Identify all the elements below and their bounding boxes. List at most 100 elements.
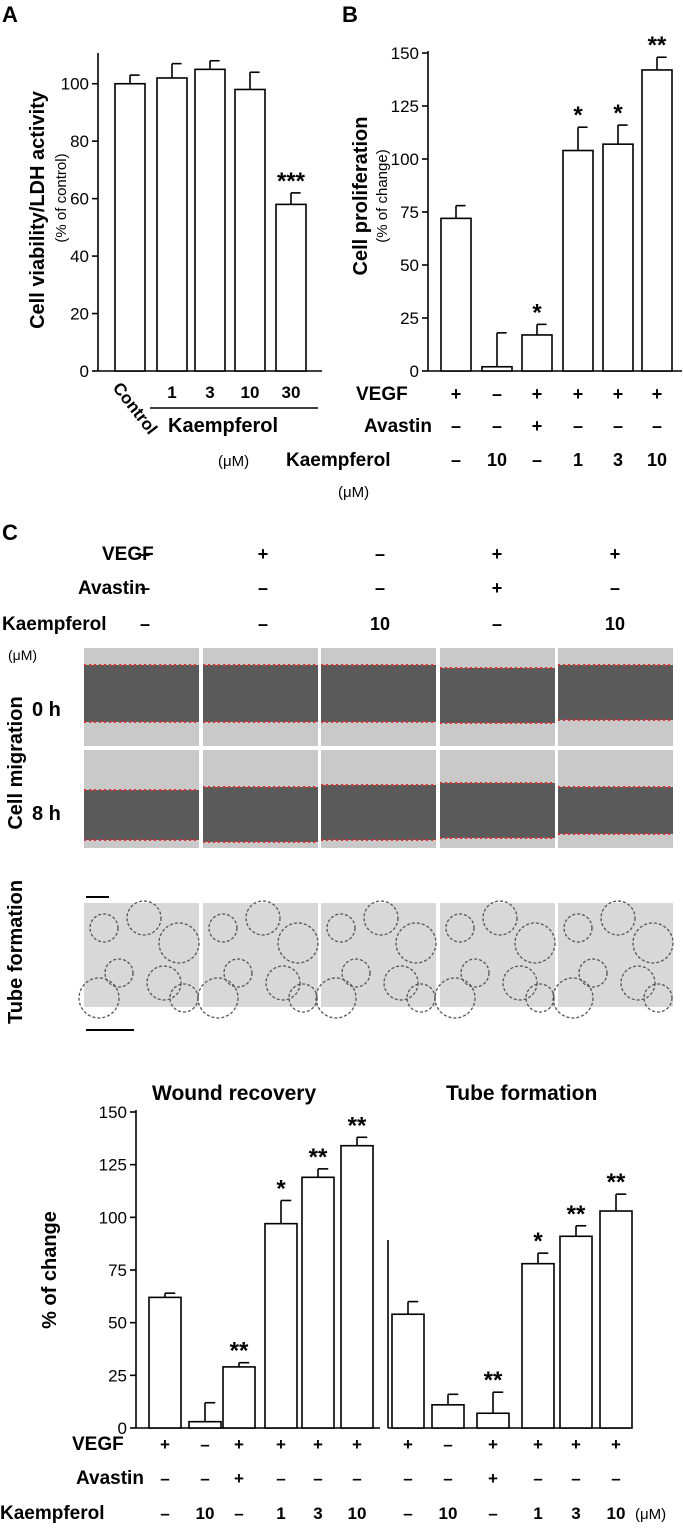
tube-network-ring — [223, 958, 253, 988]
chart-c-avastin-cell: + — [488, 1469, 498, 1488]
wound-gap — [321, 665, 436, 722]
tube-network-ring — [383, 965, 419, 1001]
images-vegf-cell: + — [610, 544, 621, 564]
chart-b-avastin-cell: – — [492, 416, 502, 436]
chart-c-unit: (μM) — [635, 1506, 666, 1523]
images-kaempferol-cell: – — [492, 614, 502, 634]
chart-c-tube-bar — [521, 1262, 555, 1429]
images-kaempferol-cell: – — [258, 614, 268, 634]
chart-b-y-tick-label: 100 — [391, 150, 419, 169]
chart-c-avastin-cell: – — [443, 1469, 452, 1488]
tube-network-ring — [632, 922, 674, 964]
chart-a-ylabel-sub: (% of control) — [53, 153, 70, 242]
images-kaempferol-cell: 10 — [370, 614, 390, 634]
tube-network-ring — [563, 913, 593, 943]
tube-image — [558, 903, 673, 1007]
chart-b-vegf-cell: + — [573, 384, 584, 404]
chart-c-y-tick-label: 75 — [108, 1261, 127, 1280]
chart-b-avastin-cell: + — [532, 416, 543, 436]
chart-a-x-tick-label: 3 — [205, 383, 214, 402]
chart-c-y-tick-label: 100 — [99, 1208, 127, 1227]
chart-b-y-tick-label: 50 — [400, 256, 419, 275]
chart-b-kaempferol-cell: – — [451, 450, 461, 470]
tube-image — [84, 903, 199, 1007]
tube-network-ring — [197, 977, 239, 1019]
chart-c-wound-bar — [148, 1296, 182, 1429]
tube-network-ring — [434, 977, 476, 1019]
chart-c-vegf-label: VEGF — [72, 1434, 124, 1455]
chart-b-y-tick-label: 0 — [410, 362, 419, 381]
chart-b-avastin-cell: – — [451, 416, 461, 436]
chart-b-vegf-cell: + — [652, 384, 663, 404]
chart-c-kaempferol-cell: 10 — [196, 1504, 215, 1523]
chart-c-tube-significance-label: ** — [567, 1201, 586, 1228]
images-avastin-cell: + — [492, 578, 503, 598]
tube-network-ring — [525, 983, 555, 1013]
images-avastin-cell: – — [610, 578, 620, 598]
chart-a-y-tick-label: 100 — [61, 75, 89, 94]
chart-b-vegf-cell: + — [532, 384, 543, 404]
tube-network-ring — [552, 977, 594, 1019]
chart-c-kaempferol-cell: – — [160, 1504, 169, 1523]
tube-network-ring — [245, 900, 281, 936]
wound-gap — [84, 665, 199, 722]
chart-b-kaempferol-label: Kaempferol — [286, 450, 391, 471]
chart-b-y-tick-label: 25 — [400, 309, 419, 328]
chart-a-bar — [114, 82, 146, 372]
tube-network-ring — [288, 983, 318, 1013]
chart-b-avastin-cell: – — [573, 416, 583, 436]
chart-c-kaempferol-cell: 10 — [439, 1504, 458, 1523]
chart-c-wound-significance-label: * — [276, 1175, 286, 1202]
chart-b-bar — [562, 149, 594, 372]
tube-network-ring — [395, 922, 437, 964]
chart-c-vegf-cell: + — [488, 1435, 498, 1454]
tube-network-ring — [502, 965, 538, 1001]
chart-c-ylabel: % of change — [39, 1211, 61, 1329]
chart-b-kaempferol-cell: – — [532, 450, 542, 470]
tube-network-ring — [146, 965, 182, 1001]
wound-gap — [203, 665, 318, 722]
chart-c-tube-bar — [476, 1412, 510, 1429]
chart-b-kaempferol-cell: 1 — [573, 450, 583, 470]
panel-label-a: A — [2, 2, 18, 27]
chart-c-y-tick-label: 0 — [118, 1419, 127, 1438]
chart-c-kaempferol-cell: – — [403, 1504, 412, 1523]
chart-b-bar — [440, 217, 472, 372]
tube-network-ring — [460, 958, 490, 988]
images-condition-rows: –+–++–––+–––10–10 — [140, 544, 625, 634]
chart-a-bar — [156, 77, 188, 372]
chart-c-kaempferol-cell: – — [488, 1504, 497, 1523]
chart-c-avastin-cell: – — [403, 1469, 412, 1488]
chart-c-vegf-cell: – — [443, 1435, 452, 1454]
chart-c-vegf-cell: – — [200, 1435, 209, 1454]
chart-a-y-tick-label: 20 — [70, 305, 89, 324]
chart-c-vegf-cell: + — [611, 1435, 621, 1454]
chart-b-y-tick-label: 150 — [391, 44, 419, 63]
chart-a-group-unit: (μM) — [218, 453, 249, 470]
tube-network-ring — [104, 958, 134, 988]
chart-b-y-tick-label: 125 — [391, 97, 419, 116]
tube-network-ring — [643, 983, 673, 1013]
chart-b-vegf-cell: – — [492, 384, 502, 404]
images-avastin-label: Avastin — [78, 578, 146, 599]
chart-b-y-tick-label: 75 — [400, 203, 419, 222]
images-kaempferol-label: Kaempferol — [2, 614, 107, 635]
chart-b-bar — [641, 69, 673, 372]
tube-network-ring — [514, 922, 556, 964]
chart-b-significance-label: * — [613, 100, 623, 127]
tube-network-ring — [78, 977, 120, 1019]
chart-b-kaempferol-cell: 3 — [613, 450, 623, 470]
wound-gap — [558, 787, 673, 834]
chart-b-avastin-cell: – — [652, 416, 662, 436]
images-avastin-cell: – — [140, 578, 150, 598]
wound-gap — [84, 790, 199, 840]
time-label-8h: 8 h — [32, 803, 61, 825]
chart-c-kaempferol-cell: 10 — [348, 1504, 367, 1523]
images-vegf-label: VEGF — [102, 544, 154, 565]
chart-c-vegf-cell: + — [571, 1435, 581, 1454]
wound-gap — [321, 785, 436, 840]
